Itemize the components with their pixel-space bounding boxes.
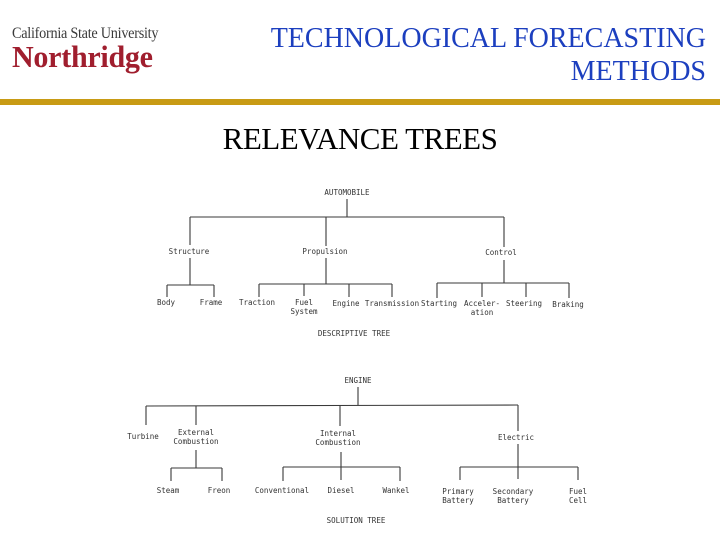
solution-branch-internal-combustion: Internal Combustion <box>315 429 361 447</box>
solution-tree-caption: SOLUTION TREE <box>326 516 386 525</box>
solution-leaf-fuel-cell: Fuel Cell <box>568 487 588 505</box>
descriptive-leaf-frame: Frame <box>199 298 223 307</box>
descriptive-leaf-acceleration: Acceler- ation <box>463 299 501 317</box>
header-title: TECHNOLOGICAL FORECASTING METHODS <box>271 22 706 88</box>
solution-branch-turbine: Turbine <box>127 432 159 441</box>
solution-branch-electric: Electric <box>497 433 535 442</box>
solution-leaf-freon: Freon <box>207 486 231 495</box>
logo-university-name: California State University <box>12 25 159 42</box>
descriptive-branch-propulsion: Propulsion <box>302 247 348 256</box>
descriptive-root-node: AUTOMOBILE <box>324 188 370 197</box>
descriptive-leaf-braking: Braking <box>552 300 584 309</box>
descriptive-leaf-fuel-system: Fuel System <box>290 298 318 316</box>
descriptive-leaf-engine: Engine <box>332 299 360 308</box>
descriptive-leaf-steering: Steering <box>505 299 543 308</box>
slide-title: RELEVANCE TREES <box>222 121 498 156</box>
logo-campus-name: Northridge <box>12 39 153 74</box>
descriptive-branch-control: Control <box>485 248 517 257</box>
solution-leaf-secondary-battery: Secondary Battery <box>492 487 534 505</box>
solution-leaf-conventional: Conventional <box>254 486 310 495</box>
solution-leaf-primary-battery: Primary Battery <box>442 487 474 505</box>
header-divider <box>0 99 720 105</box>
descriptive-leaf-starting: Starting <box>420 299 458 308</box>
descriptive-branch-structure: Structure <box>168 247 210 256</box>
descriptive-tree-caption: DESCRIPTIVE TREE <box>317 329 391 338</box>
solution-leaf-diesel: Diesel <box>327 486 355 495</box>
solution-branch-external-combustion: External Combustion <box>173 428 219 446</box>
solution-root-node: ENGINE <box>344 376 372 385</box>
university-logo: California State University Northridge <box>12 25 172 74</box>
descriptive-leaf-transmission: Transmission <box>364 299 420 308</box>
header-title-line1: TECHNOLOGICAL FORECASTING <box>270 23 706 54</box>
descriptive-leaf-body: Body <box>156 298 176 307</box>
header-title-line2: METHODS <box>570 56 706 87</box>
solution-leaf-wankel: Wankel <box>382 486 410 495</box>
descriptive-leaf-traction: Traction <box>238 298 276 307</box>
solution-leaf-steam: Steam <box>156 486 180 495</box>
